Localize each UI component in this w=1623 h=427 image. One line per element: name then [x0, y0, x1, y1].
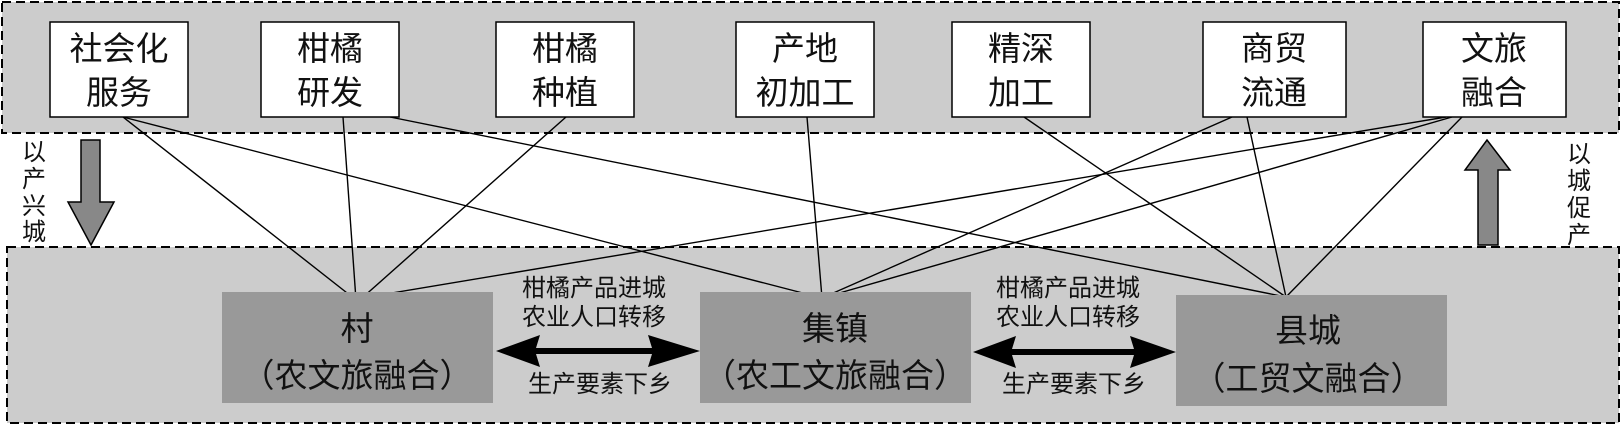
side-char: 以	[22, 138, 46, 166]
flow-upper-line-2: 农业人口转移	[996, 303, 1140, 331]
side-label-right: 以 城 促 产	[1463, 138, 1591, 249]
top-item-line-1: 柑橘	[532, 29, 598, 68]
top-item-line-1: 社会化	[70, 29, 169, 68]
node-box	[222, 292, 493, 403]
top-item-social-service: 社会化 服务	[49, 21, 189, 118]
top-item-line-1: 文旅	[1461, 29, 1527, 68]
side-char: 城	[1567, 167, 1591, 195]
top-item-line-1: 商贸	[1241, 29, 1307, 68]
side-char: 兴	[22, 192, 46, 220]
top-item-citrus-rnd: 柑橘 研发	[260, 21, 400, 118]
connection-social-service-to-market-town	[122, 116, 823, 299]
connection-culture-tourism-to-market-town	[821, 116, 1453, 299]
node-title: 集镇	[802, 309, 868, 348]
top-item-box	[1422, 21, 1567, 118]
bottom-node-county-town: 县城 （工贸文融合）	[1176, 295, 1447, 406]
top-item-line-2: 加工	[988, 73, 1054, 112]
arrow-up-icon	[1463, 138, 1512, 246]
flow-upper-line-1: 柑橘产品进城	[522, 274, 666, 302]
connection-culture-tourism-to-village	[361, 116, 1447, 299]
connection-citrus-rnd-to-county-town	[389, 116, 1287, 298]
top-item-line-2: 流通	[1241, 73, 1307, 112]
side-label-left: 以 产 兴 城	[22, 138, 116, 247]
flow-lower-label: 生产要素下乡	[1002, 370, 1146, 398]
top-item-box	[735, 21, 875, 118]
top-item-citrus-planting: 柑橘 种植	[495, 21, 635, 118]
top-item-box	[49, 21, 189, 118]
flow-lower-label: 生产要素下乡	[528, 370, 672, 398]
top-item-line-1: 柑橘	[297, 29, 363, 68]
flow-upper-line-2: 农业人口转移	[522, 303, 666, 331]
side-char: 城	[22, 218, 46, 246]
connection-citrus-rnd-to-village	[342, 116, 357, 301]
top-item-trade-circulation: 商贸 流通	[1202, 21, 1347, 118]
top-item-line-2: 初加工	[756, 73, 855, 112]
side-char: 产	[1567, 221, 1591, 249]
node-box	[1176, 295, 1447, 406]
node-subtitle: （工贸文融合）	[1193, 359, 1424, 398]
top-item-line-2: 研发	[297, 73, 363, 112]
top-item-line-1: 产地	[772, 29, 838, 68]
double-arrow-icon	[973, 336, 1176, 368]
side-char: 产	[22, 165, 46, 193]
top-item-deep-processing: 精深 加工	[951, 21, 1091, 118]
double-arrow-icon	[496, 335, 700, 367]
top-item-box	[495, 21, 635, 118]
connection-culture-tourism-to-county-town	[1285, 116, 1463, 298]
connection-citrus-planting-to-village	[361, 116, 567, 299]
top-item-box	[951, 21, 1091, 118]
connection-deep-processing-to-county-town	[1023, 116, 1287, 298]
connection-lines	[122, 116, 1463, 301]
top-item-line-2: 服务	[86, 73, 152, 112]
node-title: 县城	[1275, 311, 1341, 350]
side-char: 以	[1567, 140, 1591, 168]
node-box	[700, 292, 971, 403]
arrow-down-icon	[66, 139, 116, 247]
flow-market-town-county-town: 柑橘产品进城 农业人口转移 生产要素下乡	[973, 274, 1176, 398]
top-layer-items: 社会化 服务 柑橘 研发 柑橘 种植 产地 初加工 精深 加工 商贸 流通	[49, 21, 1567, 118]
node-subtitle: （农文旅融合）	[242, 356, 473, 395]
top-item-line-2: 融合	[1461, 73, 1527, 112]
connection-origin-processing-to-market-town	[806, 116, 823, 299]
node-subtitle: （农工文旅融合）	[703, 356, 967, 395]
top-item-box	[260, 21, 400, 118]
top-item-box	[1202, 21, 1347, 118]
top-item-line-1: 精深	[988, 29, 1054, 68]
connection-trade-circulation-to-market-town	[821, 116, 1233, 299]
connection-trade-circulation-to-county-town	[1246, 116, 1287, 298]
top-item-culture-tourism: 文旅 融合	[1422, 21, 1567, 118]
top-item-origin-processing: 产地 初加工	[735, 21, 875, 118]
node-title: 村	[341, 309, 374, 348]
flow-village-market-town: 柑橘产品进城 农业人口转移 生产要素下乡	[496, 274, 700, 398]
bottom-node-market-town: 集镇 （农工文旅融合）	[700, 292, 971, 403]
flow-upper-line-1: 柑橘产品进城	[996, 274, 1140, 302]
connection-social-service-to-village	[122, 116, 357, 301]
side-char: 促	[1567, 194, 1591, 222]
bottom-node-village: 村 （农文旅融合）	[222, 292, 493, 403]
top-item-line-2: 种植	[532, 73, 598, 112]
